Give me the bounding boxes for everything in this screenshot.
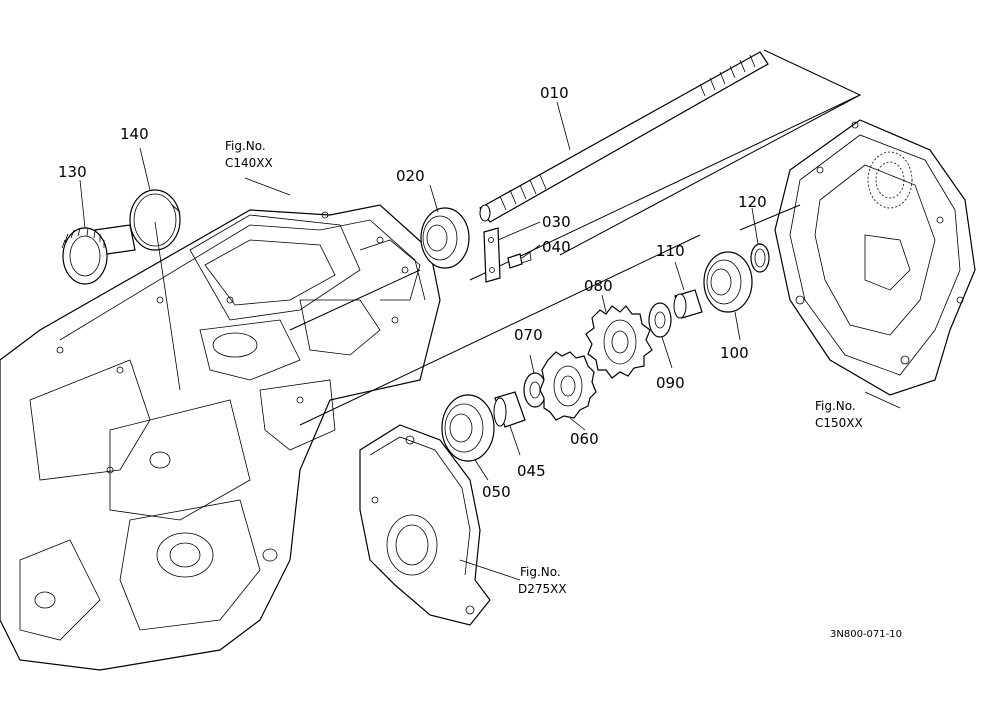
fig-ref-c150-line2: C150XX bbox=[815, 416, 863, 430]
figure-ref-c140: Fig.No. C140XX bbox=[225, 139, 273, 170]
label-060: 060 bbox=[570, 430, 599, 448]
bearing-020 bbox=[420, 207, 470, 269]
bearing-100 bbox=[703, 251, 753, 313]
gear-060 bbox=[539, 351, 597, 421]
washer-070 bbox=[523, 372, 547, 408]
label-120: 120 bbox=[738, 193, 767, 211]
label-050: 050 bbox=[482, 483, 511, 501]
label-110: 110 bbox=[656, 242, 685, 260]
label-040: 040 bbox=[542, 238, 571, 256]
drawing-code: 3N800-071-10 bbox=[830, 629, 902, 640]
housing-right bbox=[774, 119, 976, 396]
shaft-010 bbox=[479, 51, 769, 223]
figure-ref-d275: Fig.No. D275XX bbox=[518, 565, 567, 596]
transmission-case-left bbox=[0, 204, 441, 671]
cover-plate bbox=[359, 424, 491, 626]
leader-lines bbox=[79, 101, 901, 581]
fig-ref-c140-line1: Fig.No. bbox=[225, 139, 266, 153]
label-130: 130 bbox=[58, 163, 87, 181]
gear-080 bbox=[585, 305, 653, 379]
label-030: 030 bbox=[542, 213, 571, 231]
snap-ring-140 bbox=[129, 189, 181, 251]
assembly-boundary-lines bbox=[289, 49, 862, 426]
collar-045 bbox=[493, 391, 526, 428]
label-045: 045 bbox=[517, 462, 546, 480]
label-010: 010 bbox=[540, 84, 569, 102]
collar-110 bbox=[673, 289, 703, 319]
sleeve-130 bbox=[61, 224, 136, 285]
label-100: 100 bbox=[720, 344, 749, 362]
figure-ref-c150: Fig.No. C150XX bbox=[815, 399, 863, 430]
fig-ref-c150-line1: Fig.No. bbox=[815, 399, 856, 413]
fig-ref-d275-line1: Fig.No. bbox=[520, 565, 561, 579]
label-080: 080 bbox=[584, 277, 613, 295]
label-070: 070 bbox=[514, 326, 543, 344]
fig-ref-c140-line2: C140XX bbox=[225, 156, 273, 170]
fig-ref-d275-line2: D275XX bbox=[518, 582, 567, 596]
bolt-040 bbox=[507, 251, 532, 269]
retainer-plate-030 bbox=[483, 227, 501, 283]
label-090: 090 bbox=[656, 374, 685, 392]
label-140: 140 bbox=[120, 125, 149, 143]
part-labels: 010 020 030 040 045 050 060 070 080 090 … bbox=[58, 84, 767, 501]
snap-ring-120 bbox=[750, 243, 770, 273]
washer-090 bbox=[648, 302, 672, 338]
label-020: 020 bbox=[396, 167, 425, 185]
bearing-050 bbox=[441, 394, 495, 462]
